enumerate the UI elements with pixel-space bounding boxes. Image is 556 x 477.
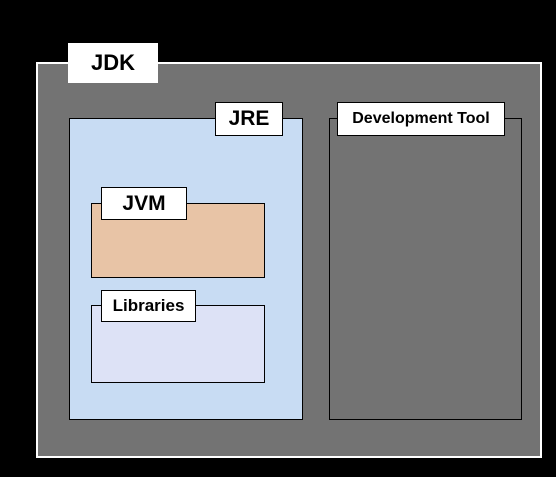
jvm-label: JVM — [101, 187, 187, 220]
jdk-label: JDK — [68, 43, 158, 83]
development-tool-label: Development Tool — [337, 102, 505, 136]
development-tool-container — [329, 118, 522, 420]
libraries-label: Libraries — [101, 290, 196, 322]
jre-label: JRE — [215, 102, 283, 136]
